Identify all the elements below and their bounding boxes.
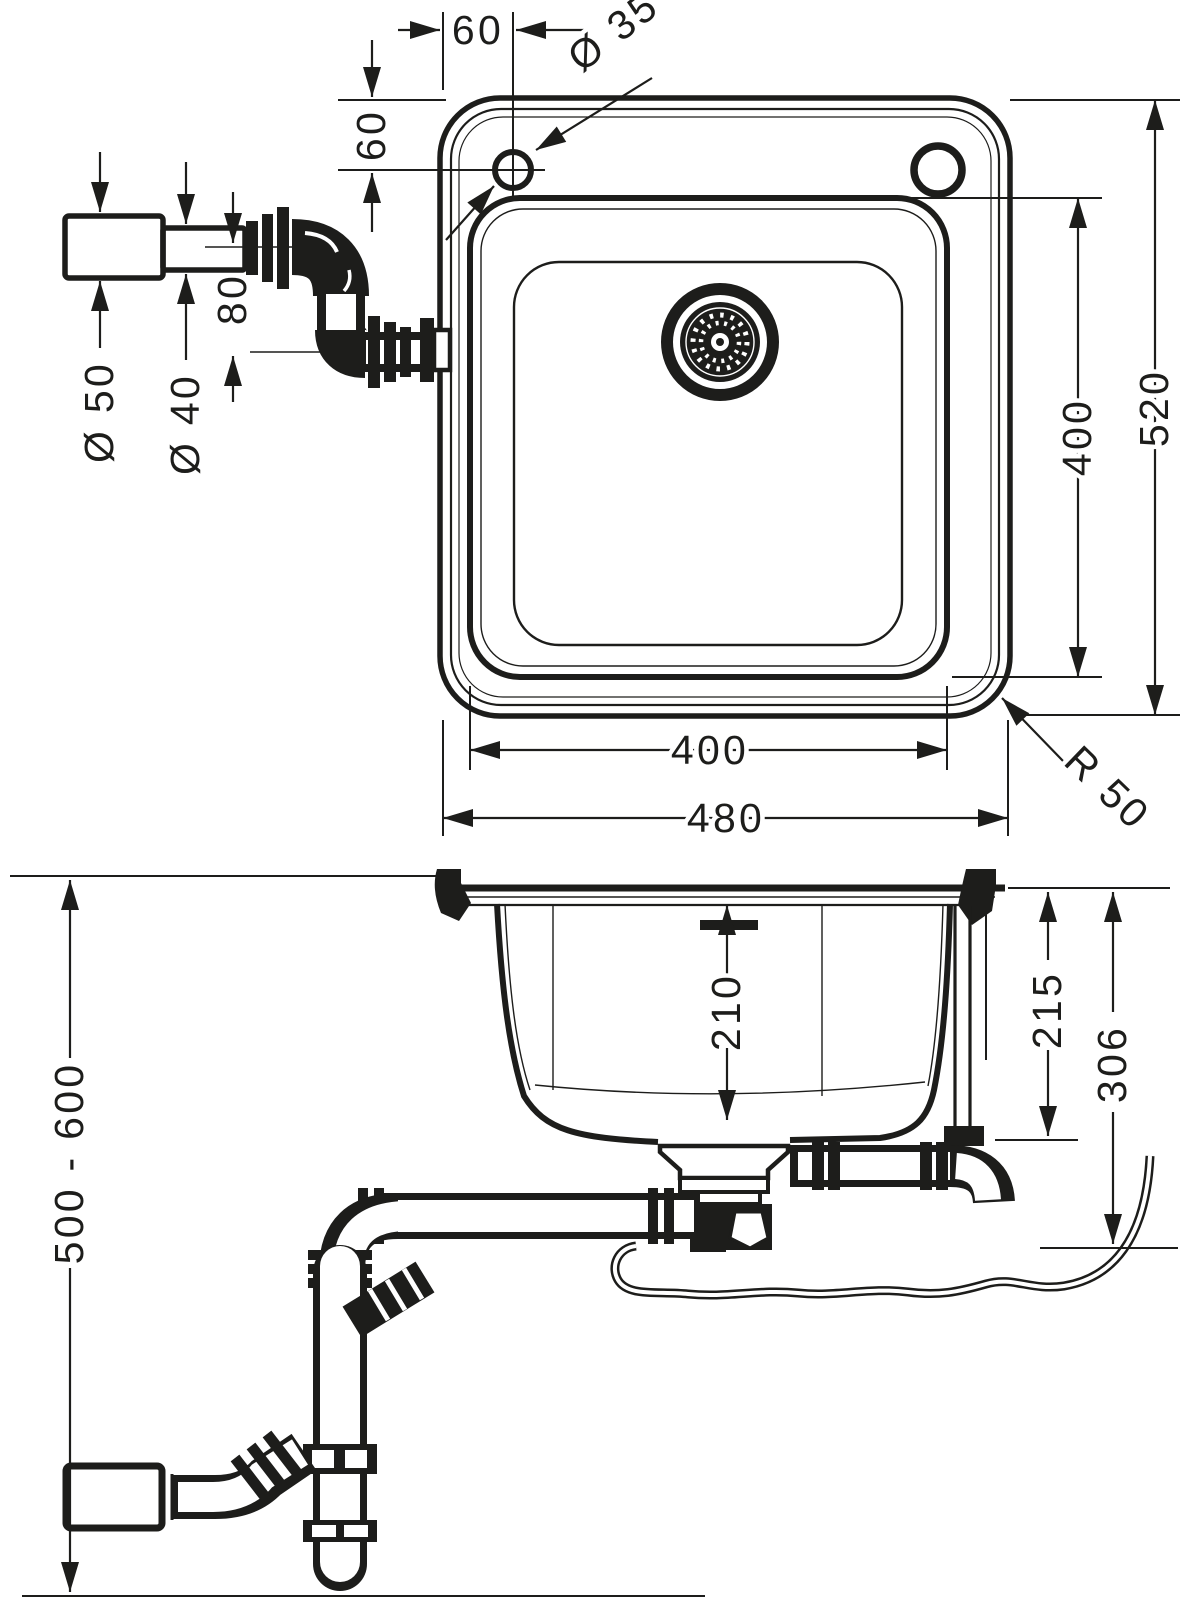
right-mounting-clamp xyxy=(958,869,996,925)
overflow-channel xyxy=(944,906,987,1146)
dim-overall-height-label: 306 xyxy=(1089,1025,1135,1103)
dim-overall-height: 306 xyxy=(1008,887,1178,1249)
dim-outlet-height-label: 215 xyxy=(1024,971,1070,1049)
dim-outlet-diameter-label: Ø 50 xyxy=(76,361,122,463)
dishwasher-nozzle xyxy=(342,1261,435,1338)
dim-installation-height-label: 500 - 600 xyxy=(46,1062,92,1265)
plan-view: 60 60 Ø 35 Ø 50 Ø xyxy=(62,0,1182,846)
wall-outlet-pipe xyxy=(62,1430,317,1532)
dim-bowl-width-label: 400 xyxy=(671,727,749,773)
dim-overflow-drop-label: 80 xyxy=(209,273,255,325)
dim-hole-diameter-label: Ø 35 xyxy=(559,0,668,80)
second-tap-hole xyxy=(910,142,966,198)
dim-hole-offset-x-label: 60 xyxy=(452,7,504,53)
dim-bowl-inner-depth-label: 210 xyxy=(703,973,749,1051)
waste-hose xyxy=(610,1142,1155,1300)
section-view: 210 215 306 500 - 600 xyxy=(10,869,1178,1597)
dim-outlet-diameter: Ø 50 xyxy=(72,152,127,468)
dim-overall-width: 480 xyxy=(442,720,1009,846)
dim-hole-offset-x: 60 xyxy=(398,3,586,196)
countertop-rim xyxy=(434,869,1005,925)
dim-installation-height: 500 - 600 xyxy=(10,875,705,1597)
left-mounting-clamp xyxy=(434,869,471,921)
drain-trap-assembly xyxy=(303,1143,791,1591)
dim-corner-radius-label: R 50 xyxy=(1056,737,1160,839)
overflow-plumbing-plan xyxy=(62,207,453,388)
sink-outline xyxy=(437,95,1013,719)
dim-overall-depth: 520 xyxy=(1010,99,1182,716)
dim-overall-width-label: 480 xyxy=(687,795,765,841)
dim-outlet-height: 215 xyxy=(995,892,1078,1141)
drain-strainer xyxy=(661,283,779,401)
dim-hole-offset-y: 60 xyxy=(338,40,545,232)
dim-bowl-width: 400 xyxy=(469,686,948,778)
dim-bowl-depth: 400 xyxy=(870,197,1105,678)
dim-overflow-drop: 80 xyxy=(205,192,260,402)
dim-overflow-diameter: Ø 40 xyxy=(158,162,213,480)
dim-hole-offset-y-label: 60 xyxy=(348,109,394,161)
dim-bowl-inner-depth: 210 xyxy=(699,905,758,1120)
dim-bowl-depth-label: 400 xyxy=(1054,398,1100,476)
dim-overflow-diameter-label: Ø 40 xyxy=(162,373,208,475)
dimensions-section: 210 215 306 500 - 600 xyxy=(10,875,1178,1597)
dim-corner-radius: R 50 xyxy=(1001,697,1164,844)
dim-overall-depth-label: 520 xyxy=(1131,369,1177,447)
